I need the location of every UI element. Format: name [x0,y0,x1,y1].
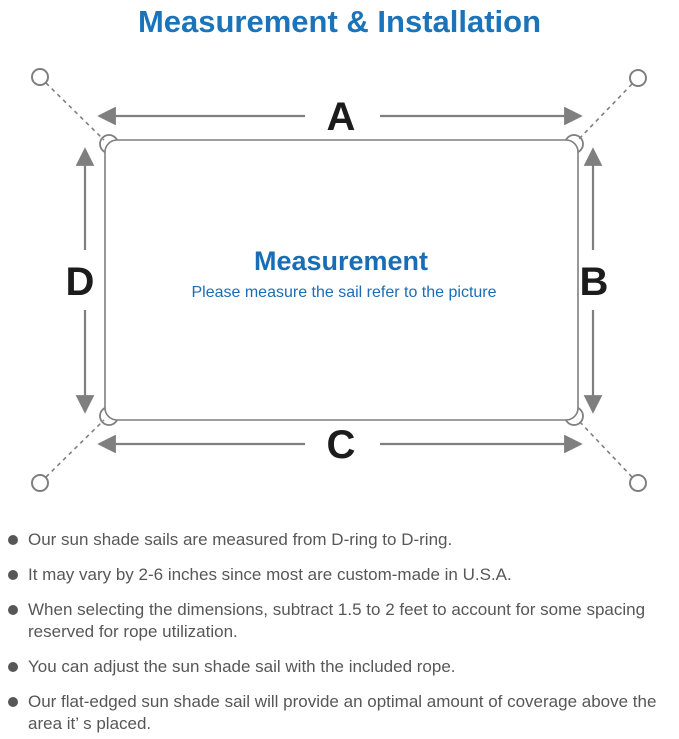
rope-dashed-line [45,82,105,141]
dimension-label-c: C [327,423,356,467]
list-item: Our sun shade sails are measured from D-… [8,529,673,551]
page-title: Measurement & Installation [137,4,542,39]
measurement-heading: Measurement [254,246,428,276]
bullet-dot-icon [8,662,18,672]
list-item: You can adjust the sun shade sail with t… [8,656,673,678]
anchor-point-icon [31,474,49,492]
list-item-text: You can adjust the sun shade sail with t… [28,657,456,676]
bullet-dot-icon [8,535,18,545]
list-item-text: Our sun shade sails are measured from D-… [28,530,453,549]
list-item-text: When selecting the dimensions, subtract … [28,600,646,641]
anchor-point-icon [629,69,647,87]
dimension-label-b: B [580,260,609,304]
rope-dashed-line [577,419,633,478]
anchor-point-icon [629,474,647,492]
list-item: It may vary by 2-6 inches since most are… [8,564,673,586]
sail-diagram-canvas: A C D B Measurement Please measure the s… [31,68,647,492]
sail-measurement-diagram: A C D B Measurement Please measure the s… [0,55,679,515]
list-item-text: It may vary by 2-6 inches since most are… [28,565,512,584]
dimension-label-a: A [327,95,356,139]
bullet-dot-icon [8,605,18,615]
list-item-text: Our flat-edged sun shade sail will provi… [28,692,657,733]
instruction-list: Our sun shade sails are measured from D-… [0,515,679,739]
dimension-label-d: D [66,260,95,304]
sail-outline [104,139,579,421]
list-item: Our flat-edged sun shade sail will provi… [8,691,673,735]
rope-dashed-line [45,419,105,478]
bullet-dot-icon [8,570,18,580]
rope-dashed-line [577,83,633,141]
anchor-point-icon [31,68,49,86]
measurement-subtitle: Please measure the sail refer to the pic… [191,284,496,301]
bullet-dot-icon [8,697,18,707]
list-item: When selecting the dimensions, subtract … [8,599,673,643]
